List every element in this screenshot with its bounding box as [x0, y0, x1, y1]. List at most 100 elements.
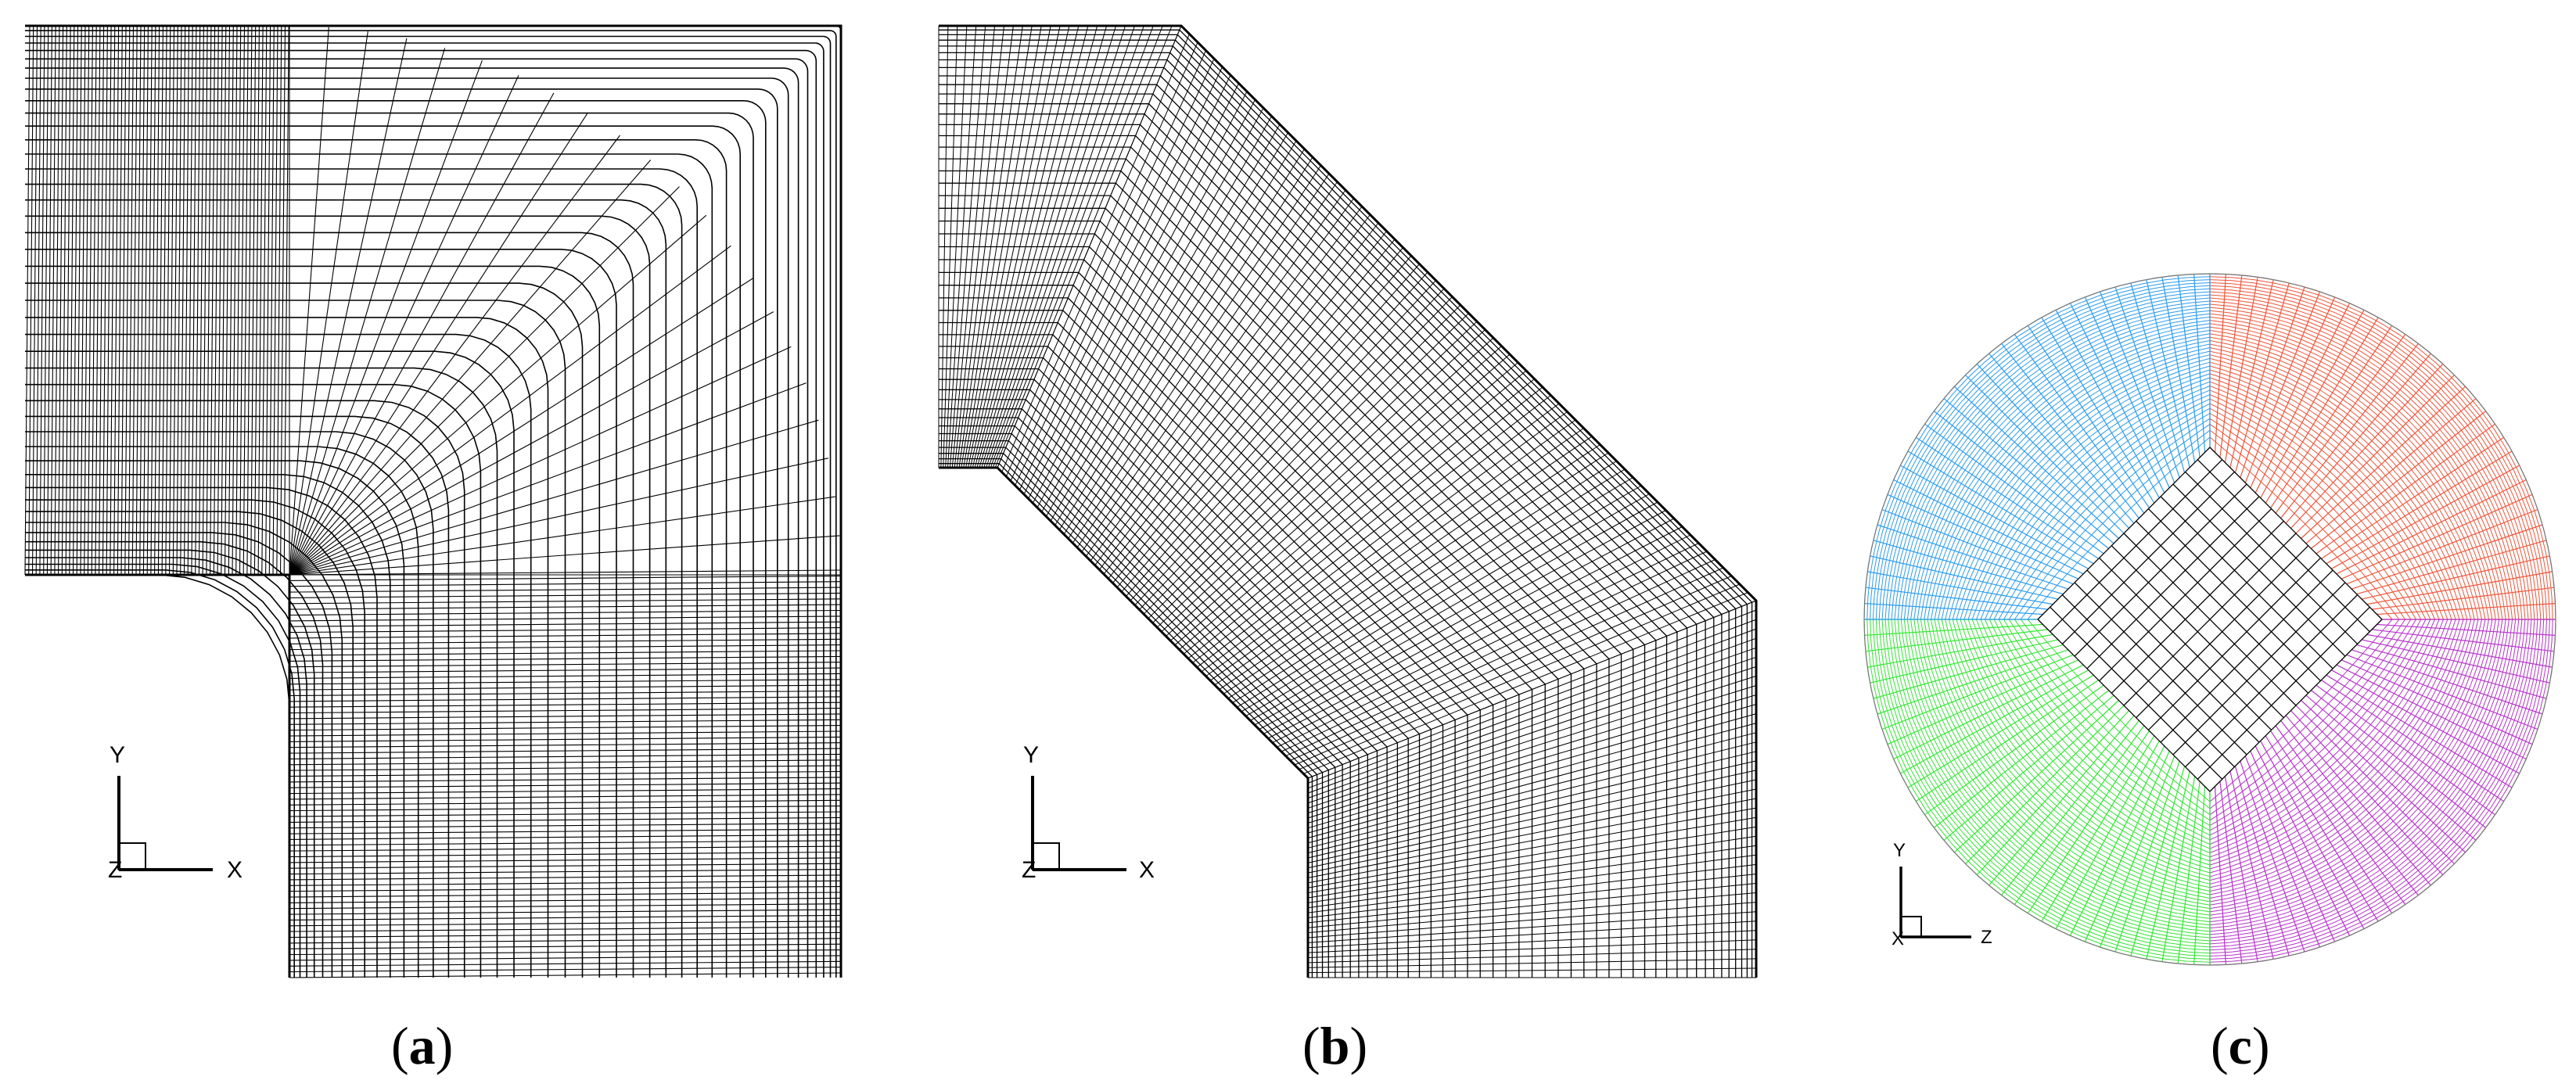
mesh-b-cross-line — [1081, 181, 1338, 553]
mesh-a-layer-line — [25, 30, 837, 978]
mesh-b-cross-line — [1139, 288, 1445, 610]
mesh-c-ring-line — [1945, 619, 2211, 885]
mesh-c-ring-line — [2003, 413, 2211, 620]
mesh-b-cross-line — [1250, 493, 1650, 721]
mesh-b-cross-line — [1307, 647, 1757, 804]
mesh-a-cross-line — [289, 592, 842, 598]
mesh-c-ring-line — [2209, 347, 2482, 620]
mesh-c-ring-line — [1941, 350, 2211, 620]
mesh-c-ring-line — [1980, 619, 2211, 849]
axis-triad-b: Y X Z — [1022, 742, 1155, 883]
mesh-c-ring-line — [2209, 619, 2520, 929]
mesh-c-ring-line — [2209, 316, 2513, 620]
mesh-a-layer-line — [25, 35, 832, 978]
mesh-c-ring-line — [1927, 619, 2211, 903]
mesh-b-cross-line — [951, 25, 995, 468]
mesh-a-cross-line — [289, 638, 842, 644]
mesh-a-cross-line — [289, 713, 842, 720]
mesh-a-layer-line — [25, 540, 324, 978]
mesh-b-cross-line — [1005, 41, 1198, 477]
mesh-c-ring-line — [2209, 619, 2435, 845]
mesh-a-cross-line — [206, 25, 212, 576]
mesh-c-ring-line — [2209, 619, 2393, 802]
mesh-a-cross-line — [131, 25, 138, 576]
mesh-a-cross-line — [289, 667, 842, 673]
mesh-c-ring-line — [2209, 418, 2412, 620]
mesh-a-cross-line — [289, 730, 842, 737]
axis-z-label: Z — [108, 857, 122, 883]
mesh-b-cross-line — [947, 25, 977, 468]
mesh-b-cross-line — [1072, 165, 1321, 544]
mesh-a-corner-line — [289, 458, 829, 576]
mesh-c-ring-line — [2209, 619, 2503, 913]
mesh-a-corner-line — [289, 160, 652, 576]
mesh-c-ring-line — [2209, 377, 2452, 620]
mesh-a-corner-line — [289, 27, 329, 576]
mesh-a-cross-line — [289, 765, 842, 771]
mesh-c-ring-line — [2209, 354, 2475, 620]
mesh-a-layer-line — [25, 549, 315, 978]
mesh-b-cross-line — [1148, 304, 1461, 619]
mesh-c-ring-line — [2020, 429, 2211, 620]
mesh-a-cross-line — [87, 25, 93, 576]
mesh-c-ring-line — [2209, 619, 2553, 963]
mesh-c-ring-line — [1866, 619, 2211, 963]
mesh-a-cross-line — [289, 938, 842, 944]
mesh-c-core-line — [2209, 619, 2383, 792]
mesh-b-cross-line — [1307, 939, 1757, 958]
mesh-c-ring-line — [1927, 336, 2211, 620]
mesh-a-cross-line — [289, 903, 842, 910]
mesh-a-cross-line — [289, 955, 842, 961]
mesh-a-cross-line — [157, 25, 163, 576]
mesh-a-cross-line — [265, 25, 271, 576]
mesh-c-ring-line — [1906, 619, 2211, 923]
mesh-b-cross-line — [1307, 911, 1757, 943]
mesh-c-ring-line — [1881, 291, 2211, 620]
mesh-c-ring-line — [2209, 313, 2517, 620]
mesh-a-cross-line — [257, 25, 264, 576]
mesh-c-core-line — [2197, 459, 2370, 633]
mesh-b-cross-line — [1307, 958, 1757, 968]
caption-c: (c) — [2211, 1016, 2270, 1075]
mesh-a-corner-line — [289, 346, 792, 576]
mesh-a-cross-line — [235, 25, 242, 576]
mesh-b-cross-line — [969, 25, 1070, 468]
mesh-b-cross-line — [1032, 91, 1248, 504]
mesh-a-corner-line — [289, 38, 408, 576]
mesh-b-cross-line — [1054, 132, 1288, 526]
mesh-a-cross-line — [289, 806, 842, 812]
mesh-b-cross-line — [1307, 760, 1757, 863]
mesh-c-ring-line — [2209, 619, 2545, 954]
mesh-c-core-line — [2147, 557, 2321, 730]
mesh-a-layer-line — [25, 88, 778, 978]
mesh-a-layer-line — [25, 67, 799, 978]
mesh-c-ring-line — [2209, 303, 2526, 620]
mesh-a-cross-line — [289, 972, 842, 978]
mesh-a-corner-line — [289, 382, 807, 576]
mesh-a-cross-line — [289, 811, 842, 817]
mesh-b-cross-line — [1152, 313, 1469, 623]
axis-z-label: Z — [1981, 927, 1992, 948]
mesh-a-cross-line — [289, 633, 842, 639]
mesh-b-cross-line — [1023, 74, 1231, 495]
mesh-b-cross-line — [961, 25, 1033, 468]
axis-x-label: X — [227, 857, 243, 883]
mesh-c-ring-line — [1920, 619, 2211, 910]
mesh-a-cross-line — [289, 684, 842, 691]
mesh-b-lines — [938, 24, 1758, 978]
mesh-a-cross-line — [289, 782, 842, 788]
mesh-a-layer-line — [25, 383, 482, 978]
mesh-a-cross-line — [191, 25, 197, 576]
mesh-a-cross-line — [289, 799, 842, 806]
mesh-a-cross-line — [61, 25, 67, 576]
mesh-a-cross-line — [289, 655, 842, 662]
mesh-c-ring-line — [1873, 282, 2211, 620]
mesh-c-radial-line — [1933, 411, 2109, 549]
mesh-c-ring-line — [2209, 619, 2464, 874]
mesh-a-cross-line — [39, 25, 45, 576]
mesh-b-cross-line — [1219, 436, 1593, 691]
mesh-a-cross-line — [289, 708, 842, 714]
mesh-c-ring-line — [2209, 619, 2550, 960]
mesh-c-ring-line — [1993, 619, 2211, 836]
mesh-c-ring-line — [1924, 619, 2211, 906]
